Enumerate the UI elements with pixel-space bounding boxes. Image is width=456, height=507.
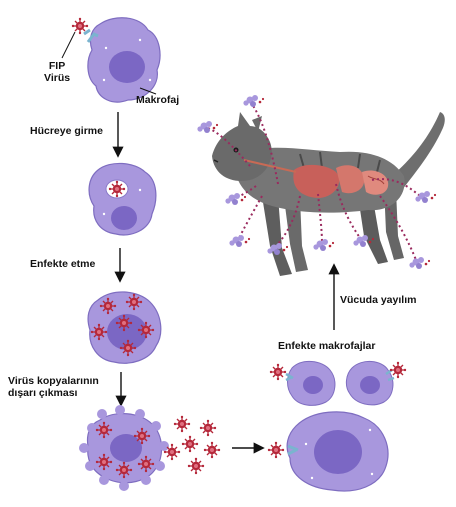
receptor-icon <box>285 372 294 382</box>
virus-cluster-icon <box>313 239 335 251</box>
macrophage-cell-2 <box>88 162 157 236</box>
virus-cluster-icon <box>197 121 219 133</box>
step-copies-line1: Virüs kopyalarının <box>8 375 99 387</box>
virus-icon <box>267 441 285 459</box>
macrophage-cell-1 <box>87 17 161 103</box>
step-copies-label: Virüs kopyalarının dışarı çıkması <box>8 375 99 399</box>
virus-icon <box>173 415 191 433</box>
spread-label: Vücuda yayılım <box>340 294 417 306</box>
fip-label-line1: FIP <box>48 60 66 72</box>
cat-illustration <box>212 112 445 276</box>
macrophage-pointer-line <box>139 87 157 95</box>
infected-macrophage-1 <box>287 361 336 406</box>
fip-virus-label: FIP Virüs <box>44 60 70 84</box>
macrophage-label: Makrofaj <box>136 94 180 106</box>
step-copies-line2: dışarı çıkması <box>8 387 78 399</box>
virus-cluster-icon <box>409 257 431 269</box>
infected-macrophages-label: Enfekte makrofajlar <box>278 340 376 352</box>
macrophage-cell-5 <box>286 411 389 492</box>
receptor-icon <box>83 28 99 43</box>
receptor-icon <box>287 444 299 456</box>
fip-pointer-line <box>61 31 76 59</box>
step-infect-label: Enfekte etme <box>30 258 96 270</box>
fip-label-line2: Virüs <box>44 72 71 84</box>
virus-icon <box>181 435 199 453</box>
virus-icon <box>199 419 217 437</box>
virus-cluster-icon <box>415 191 437 203</box>
step-enter-label: Hücreye girme <box>30 125 103 137</box>
infected-macrophage-2 <box>345 361 394 406</box>
virus-icon <box>187 457 205 475</box>
virus-icon <box>203 441 221 459</box>
virus-icon <box>389 361 407 379</box>
virus-icon <box>269 363 287 381</box>
virus-cluster-icon <box>229 235 251 247</box>
virus-cluster-icon <box>243 95 265 107</box>
